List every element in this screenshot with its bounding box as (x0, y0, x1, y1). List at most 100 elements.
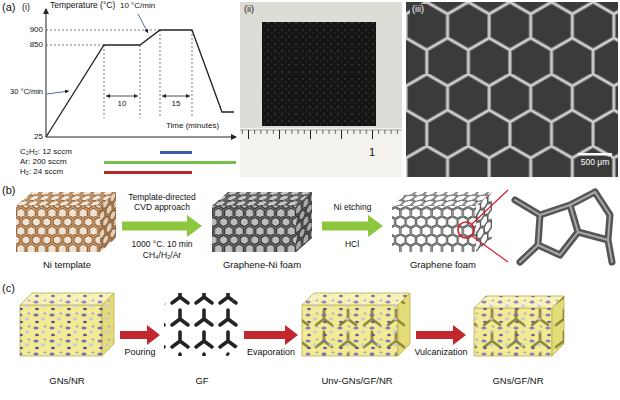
latex-block-illustration-part (20, 305, 102, 356)
foam-sample (262, 22, 376, 126)
vulcanized-block-illustration-part (474, 296, 564, 308)
subpanel-label: (i) (22, 2, 30, 12)
sem-cell-walls (406, 2, 618, 177)
tick-label: 850 (30, 40, 43, 49)
stage-caption: Graphene-Ni foam (223, 259, 301, 270)
latex-block-illustration-part (20, 293, 114, 305)
composite-block-illustration-part (302, 305, 398, 356)
panel-label-holder: (a) (2, 1, 15, 14)
graphene-nickel-illustration-part (212, 192, 312, 206)
composite-block-illustration-part (302, 293, 410, 305)
arrow-label: Ni etching (334, 202, 372, 212)
arrow-label-holder: Ni etching (334, 203, 372, 213)
temperature-plot (46, 9, 236, 137)
ruler-ticks (240, 130, 402, 142)
arrow-label-holder: Vulcanization (414, 347, 467, 357)
graphene-foam-illustration-part (164, 293, 240, 305)
legend-text: H₂: 24 sccm (20, 167, 63, 176)
stage-caption: GF (195, 375, 208, 386)
nickel-template-illustration-part (16, 192, 116, 206)
nickel-template-illustration-part (16, 192, 116, 206)
axis-title-holder: Time (minutes) (166, 121, 219, 130)
foam-photo (240, 2, 402, 177)
scale-bar-label-holder: 500 μm (579, 158, 612, 168)
duration-label-holder: 15 (172, 99, 181, 108)
graphene-foam-illustration (392, 190, 508, 262)
stage-node: Unv-GNs/GF/NR (298, 286, 416, 388)
stage-caption: GNs/GF/NR (492, 375, 543, 386)
stage-caption: Graphene foam (410, 259, 476, 270)
ruler-ticks (240, 130, 402, 142)
process-condition: CH₄/H₂/Ar (143, 250, 181, 260)
vulcanized-block-illustration-part (552, 296, 564, 356)
subpanel-label-holder: (i) (22, 2, 30, 12)
graphene-foam-illustration-part (228, 293, 240, 356)
stage-node: Ni template (12, 188, 122, 272)
panel-label-holder: (b) (2, 184, 15, 197)
process-condition-holder: CH₄/H₂/Ar (143, 251, 181, 261)
legend-entry: H₂: 24 sccm (20, 167, 63, 176)
nickel-template-illustration (16, 192, 116, 252)
arrow-label-holder: Evaporation (247, 347, 295, 357)
graphene-foam-illustration-part (392, 206, 476, 252)
ruler-number: 1 (369, 146, 375, 158)
duration-label-holder: 10 (118, 99, 127, 108)
dimension-arrow (106, 96, 138, 97)
latex-block-illustration (20, 293, 114, 356)
graphene-nickel-illustration-part (296, 192, 312, 252)
process-arrow (416, 331, 453, 339)
vulcanized-block-illustration-part (474, 308, 552, 356)
duration-label: 10 (118, 99, 127, 108)
ruler (240, 128, 402, 177)
graphene-nickel-illustration-part (212, 206, 296, 252)
vulcanized-block-illustration-part (474, 308, 552, 356)
zoom-line (472, 190, 508, 262)
subpanel-label-holder: (ii) (244, 4, 254, 14)
tick-label: 900 (30, 25, 43, 34)
process-condition: 1000 °C. 10 min (131, 239, 192, 249)
graphene-strut-zoom-part (515, 192, 612, 262)
callout-arrow (47, 91, 69, 94)
stage-node: GNs/GF/NR (466, 286, 570, 388)
panel-label: (a) (2, 1, 15, 13)
guide-line (104, 30, 192, 118)
rate-annotation-holder: 10 °C/min (120, 1, 155, 10)
arrow-label: Vulcanization (414, 347, 467, 357)
rate-annotation-holder: 30 °C/min (10, 88, 43, 97)
stage-node: Graphene foam (383, 188, 503, 272)
sem-image (406, 2, 618, 177)
composite-block-illustration (302, 293, 410, 356)
stage-caption: Unv-GNs/GF/NR (321, 375, 392, 386)
gas-flow-bar (104, 171, 192, 175)
tick-label: 25 (34, 132, 43, 141)
composite-block-illustration-part (302, 293, 410, 305)
process-condition-holder: HCl (345, 240, 359, 250)
panel-label: (b) (2, 184, 15, 196)
graphene-nickel-illustration-part (212, 206, 296, 252)
rate-annotation: 30 °C/min (10, 87, 43, 96)
subpanel-label: (ii) (244, 4, 254, 14)
composite-block-illustration-part (398, 293, 410, 356)
process-condition: HCl (345, 239, 359, 249)
vulcanized-block-illustration (474, 296, 564, 356)
arrow-label-holder: Pouring (124, 347, 155, 357)
arrow-label: Pouring (124, 347, 155, 357)
nickel-template-illustration-part (100, 192, 116, 252)
legend-entry: Ar: 200 sccm (20, 157, 67, 166)
process-arrow (244, 331, 285, 339)
nickel-template-illustration-part (16, 206, 100, 252)
duration-label: 15 (172, 99, 181, 108)
process-condition-holder: 1000 °C. 10 min (131, 240, 192, 250)
stage-node: GF (160, 286, 244, 388)
temperature-curve (46, 30, 234, 137)
panel-label-holder: (c) (2, 282, 15, 295)
graphene-strut-zoom-part (515, 192, 612, 262)
callout-arrow (138, 14, 148, 33)
vulcanized-block-illustration-part (474, 296, 564, 308)
zoom-circle (458, 222, 474, 238)
subpanel-label: (iii) (410, 4, 426, 14)
nickel-template-illustration-part (16, 206, 100, 252)
